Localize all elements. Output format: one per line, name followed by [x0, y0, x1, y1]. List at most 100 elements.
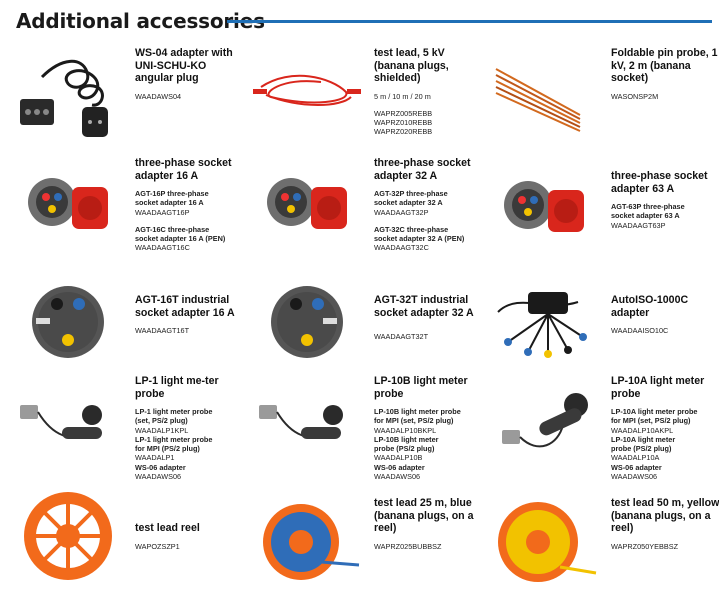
- spacer: [374, 101, 484, 109]
- product-desc: AGT-16C three-phase: [135, 224, 210, 234]
- product-code: WAADAAGT16T: [135, 326, 190, 335]
- product-title: three-phase socket adapter 63 A: [611, 170, 708, 195]
- product-title: LP-10A light meter probe: [611, 375, 705, 400]
- product-desc: socket adapter 16 A (PEN): [135, 234, 226, 244]
- product-desc: for MPI (set, PS/2 plug): [374, 416, 454, 426]
- product-desc: for MPI (PS/2 plug): [135, 444, 200, 454]
- product-title: Foldable pin probe, 1 kV, 2 m (banana so…: [611, 47, 718, 84]
- lp10a-probe-image: [488, 375, 600, 483]
- product-title: AGT-16T industrial socket adapter 16 A: [135, 294, 235, 319]
- product-title: three-phase socket adapter 32 A: [374, 157, 471, 182]
- product-code: WAPRZ010REBB: [374, 118, 433, 128]
- product-lead-25m: test lead 25 m, blue (banana plugs, on a…: [251, 497, 481, 607]
- spacer: [374, 217, 484, 225]
- product-code: WAADAAGT16C: [135, 243, 190, 253]
- product-title: WS-04 adapter with UNI-SCHU-KO angular p…: [135, 47, 233, 84]
- product-title: test lead reel: [135, 522, 200, 534]
- product-title: test lead 25 m, blue (banana plugs, on a…: [374, 497, 474, 534]
- product-agt63: three-phase socket adapter 63 A AGT-63P …: [488, 170, 718, 280]
- product-desc: probe (PS/2 plug): [611, 444, 672, 454]
- product-desc: LP-10B light meter: [374, 434, 439, 444]
- ws04-text: WS-04 adapter with UNI-SCHU-KO angular p…: [135, 47, 245, 101]
- product-code: WAADAAGT32C: [374, 243, 429, 253]
- product-desc: AGT-32C three-phase: [374, 224, 449, 234]
- product-desc: 5 m / 10 m / 20 m: [374, 91, 431, 101]
- product-code: WAPRZ020REBB: [374, 127, 433, 137]
- product-lp10a: LP-10A light meter probe LP-10A light me…: [488, 375, 718, 485]
- product-code: WAADAWS04: [135, 91, 182, 101]
- lp10b-probe-image: [251, 375, 363, 483]
- product-ws04: WS-04 adapter with UNI-SCHU-KO angular p…: [12, 47, 242, 157]
- product-desc: LP-10A light meter: [611, 434, 676, 444]
- product-code: WAADALP10B: [374, 453, 423, 463]
- ws04-adapter-image: [12, 47, 124, 155]
- product-code: WAADALP1KPL: [135, 425, 189, 435]
- product-code: WASONSP2M: [611, 91, 659, 101]
- product-desc: WS-06 adapter: [135, 462, 186, 472]
- product-reel: test lead reel WAPOZSZP1: [12, 486, 242, 596]
- product-desc: WS-06 adapter: [611, 462, 662, 472]
- product-code: WAADAAGT16P: [135, 207, 190, 217]
- product-code: WAPRZ050YEBBSZ: [611, 541, 679, 551]
- product-code: WAADAAGT32P: [374, 207, 429, 217]
- lp1-text: LP-1 light me-ter probe LP-1 light meter…: [135, 375, 245, 481]
- product-agt16: three-phase socket adapter 16 A AGT-16P …: [12, 157, 242, 267]
- header-rule: [227, 20, 712, 23]
- product-agt32t: AGT-32T industrial socket adapter 32 A W…: [251, 282, 481, 392]
- product-code: WAADALP10A: [611, 453, 660, 463]
- product-agt16t: AGT-16T industrial socket adapter 16 A W…: [12, 282, 242, 392]
- pin-probe-image: [488, 47, 600, 155]
- pin-probe-text: Foldable pin probe, 1 kV, 2 m (banana so…: [611, 47, 719, 101]
- product-title: test lead, 5 kV (banana plugs, shielded): [374, 47, 449, 84]
- page-header: Additional accessories: [12, 6, 712, 36]
- product-desc: WS-06 adapter: [374, 462, 425, 472]
- product-code: WAADALP10BKPL: [374, 425, 437, 435]
- test-lead-5kv-text: test lead, 5 kV (banana plugs, shielded)…: [374, 47, 484, 137]
- product-autoiso: AutoISO-1000C adapter WAADAAISO10C: [488, 282, 718, 392]
- agt16t-text: AGT-16T industrial socket adapter 16 A W…: [135, 294, 245, 335]
- test-lead-reel-image: [12, 486, 124, 594]
- product-desc: LP-10B light meter probe: [374, 407, 461, 416]
- product-agt32: three-phase socket adapter 32 A AGT-32P …: [251, 157, 481, 267]
- product-desc: AGT-63P three-phase: [611, 202, 685, 211]
- socket-adapter-63a-image: [488, 170, 600, 278]
- page-title: Additional accessories: [16, 9, 265, 33]
- product-desc: LP-10A light meter probe: [611, 407, 698, 416]
- product-code: WAPRZ005REBB: [374, 108, 433, 118]
- product-pin-probe: Foldable pin probe, 1 kV, 2 m (banana so…: [488, 47, 718, 157]
- autoiso-adapter-image: [488, 282, 600, 390]
- product-code: WAADAAGT32T: [374, 332, 429, 341]
- socket-adapter-16a-image: [12, 157, 124, 265]
- lp1-probe-image: [12, 375, 124, 483]
- product-desc: for MPI (set, PS/2 plug): [611, 416, 691, 426]
- lp10b-text: LP-10B light meter probe LP-10B light me…: [374, 375, 484, 481]
- product-title: LP-10B light meter probe: [374, 375, 468, 400]
- lp10a-text: LP-10A light meter probe LP-10A light me…: [611, 375, 719, 481]
- product-desc: socket adapter 32 A: [374, 198, 443, 208]
- product-title: LP-1 light me-ter probe: [135, 375, 219, 400]
- product-test-lead-5kv: test lead, 5 kV (banana plugs, shielded)…: [251, 47, 481, 157]
- product-code: WAPRZ025BUBBSZ: [374, 541, 442, 551]
- product-desc: (set, PS/2 plug): [135, 416, 188, 426]
- reel-text: test lead reel WAPOZSZP1: [135, 522, 245, 551]
- product-code: WAADALP1: [135, 453, 175, 463]
- product-title: three-phase socket adapter 16 A: [135, 157, 232, 182]
- product-desc: LP-1 light meter probe: [135, 407, 213, 416]
- product-desc: socket adapter 63 A: [611, 211, 680, 221]
- product-title: test lead 50 m, yellow (banana plugs, on…: [611, 497, 719, 534]
- product-desc: socket adapter 16 A: [135, 198, 204, 208]
- product-code: WAADAAISO10C: [611, 326, 669, 335]
- lead-25m-text: test lead 25 m, blue (banana plugs, on a…: [374, 497, 484, 551]
- autoiso-text: AutoISO-1000C adapter WAADAAISO10C: [611, 294, 719, 335]
- product-desc: socket adapter 32 A (PEN): [374, 234, 465, 244]
- product-code: WAADAWS06: [374, 472, 421, 482]
- product-code: WAPOZSZP1: [135, 541, 180, 551]
- yellow-reel-image: [488, 497, 600, 605]
- product-lp1: LP-1 light me-ter probe LP-1 light meter…: [12, 375, 242, 485]
- product-code: WAADAWS06: [135, 472, 182, 482]
- product-code: WAADAWS06: [611, 472, 658, 482]
- agt63-text: three-phase socket adapter 63 A AGT-63P …: [611, 170, 719, 230]
- product-lp10b: LP-10B light meter probe LP-10B light me…: [251, 375, 481, 485]
- product-title: AutoISO-1000C adapter: [611, 294, 689, 319]
- blue-reel-image: [251, 497, 363, 605]
